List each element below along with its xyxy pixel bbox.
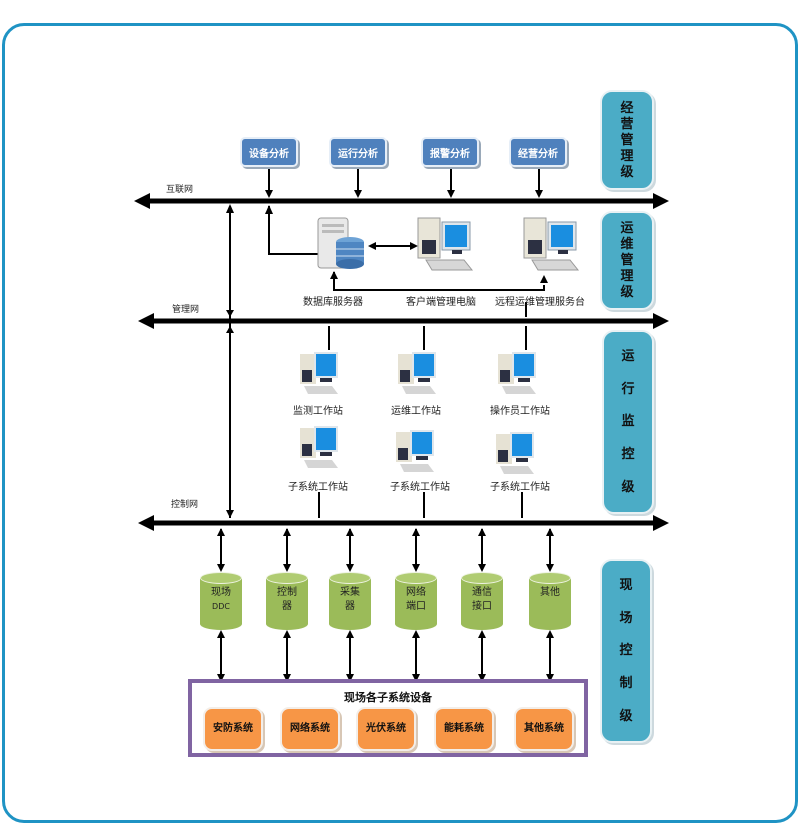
analysis-box-equipment[interactable]: 设备分析 [240,137,298,167]
workstation-icon[interactable] [296,350,342,396]
controller-cylinder[interactable]: 通信接口 [461,572,503,630]
workstation-label: 操作员工作站 [490,406,550,417]
controller-label: 通信接口 [461,586,503,614]
level-char: 级 [620,284,634,300]
control-bus [138,515,669,531]
management-bus [138,313,669,329]
controller-label-line1: 现场 [211,587,231,598]
controller-label-line1: 其他 [540,587,560,598]
client-pc-icon[interactable] [416,216,474,276]
level-char: 运 [621,348,635,364]
level-char: 控 [621,447,635,463]
cylinder-top [461,572,503,584]
level-char: 管 [620,132,634,148]
cylinder-top [529,572,571,584]
workstation-icon[interactable] [296,424,342,470]
internet-bus [134,193,669,209]
workstation-label: 子系统工作站 [490,482,550,493]
level-business: 经 营 管 理 级 [600,90,654,190]
cylinder-body [266,578,308,624]
client-pc-label: 客户端管理电脑 [406,297,476,308]
remote-ops-label: 远程运维管理服务台 [495,297,585,308]
cylinder-top [200,572,242,584]
analysis-box-alarm[interactable]: 报警分析 [421,137,479,167]
subsystem-energy[interactable]: 能耗系统 [434,707,494,751]
level-monitor: 运 行 监 控 级 [602,330,654,514]
level-char: 营 [620,116,634,132]
subsystem-security[interactable]: 安防系统 [203,707,263,751]
subsystem-solar[interactable]: 光伏系统 [356,707,416,751]
controller-label: 控制器 [266,586,308,614]
level-char: 运 [620,221,634,237]
cylinder-body [461,578,503,624]
database-server-icon[interactable] [316,216,366,272]
workstation-icon[interactable] [494,350,540,396]
controller-label-line2: 接口 [472,601,492,612]
level-char: 级 [620,164,634,180]
controller-label-line1: 控制 [277,587,297,598]
controller-label-line2: 器 [345,601,355,612]
subsystem-other[interactable]: 其他系统 [514,707,574,751]
subsystem-network[interactable]: 网络系统 [280,707,340,751]
workstation-icon[interactable] [392,428,438,474]
controller-label-line1: 网络 [406,587,426,598]
level-char: 维 [620,237,634,253]
cylinder-body [200,578,242,624]
controller-label: 网络端口 [395,586,437,614]
controller-label-line2: 端口 [406,601,426,612]
workstation-icon[interactable] [394,350,440,396]
analysis-box-operation[interactable]: 运行分析 [329,137,387,167]
cylinder-top [266,572,308,584]
level-char: 场 [619,610,633,626]
workstation-label: 子系统工作站 [390,482,450,493]
workstation-label: 监测工作站 [293,406,343,417]
field-subsystems-group: 现场各子系统设备 安防系统 网络系统 光伏系统 能耗系统 其他系统 [188,679,588,757]
controller-cylinder[interactable]: 网络端口 [395,572,437,630]
workstation-icon[interactable] [492,430,538,476]
cylinder-top [329,572,371,584]
controller-cylinder[interactable]: 现场 DDC [200,572,242,630]
level-char: 级 [619,709,633,725]
controller-cylinder[interactable]: 其他 [529,572,571,630]
level-char: 经 [620,100,634,116]
level-ops: 运 维 管 理 级 [600,211,654,310]
level-char: 理 [620,268,634,284]
cylinder-body [329,578,371,624]
workstation-label: 运维工作站 [391,406,441,417]
controller-label-line2: DDC [212,602,230,611]
subsystems-title: 现场各子系统设备 [344,691,432,704]
db-server-label: 数据库服务器 [303,297,363,308]
controller-label: 现场 DDC [200,586,242,614]
controller-label: 采集器 [329,586,371,614]
controller-cylinder[interactable]: 控制器 [266,572,308,630]
level-char: 行 [621,381,635,397]
level-char: 管 [620,252,634,268]
level-char: 制 [619,676,633,692]
management-net-label: 管理网 [172,305,200,315]
internet-label: 互联网 [166,185,194,195]
controller-label-line1: 采集 [340,587,360,598]
controller-label: 其他 [529,586,571,600]
level-char: 理 [620,148,634,164]
cylinder-body [395,578,437,624]
workstation-label: 子系统工作站 [288,482,348,493]
remote-ops-pc-icon[interactable] [522,216,580,276]
controller-cylinder[interactable]: 采集器 [329,572,371,630]
controller-label-line1: 通信 [472,587,492,598]
analysis-box-business[interactable]: 经营分析 [509,137,567,167]
cylinder-body [529,578,571,624]
level-char: 级 [621,480,635,496]
control-net-label: 控制网 [171,500,199,510]
controller-label-line2: 器 [282,601,292,612]
level-char: 现 [619,577,633,593]
cylinder-top [395,572,437,584]
level-char: 监 [621,414,635,430]
diagram-frame [2,23,798,823]
level-char: 控 [619,643,633,659]
level-field: 现 场 控 制 级 [600,559,652,743]
